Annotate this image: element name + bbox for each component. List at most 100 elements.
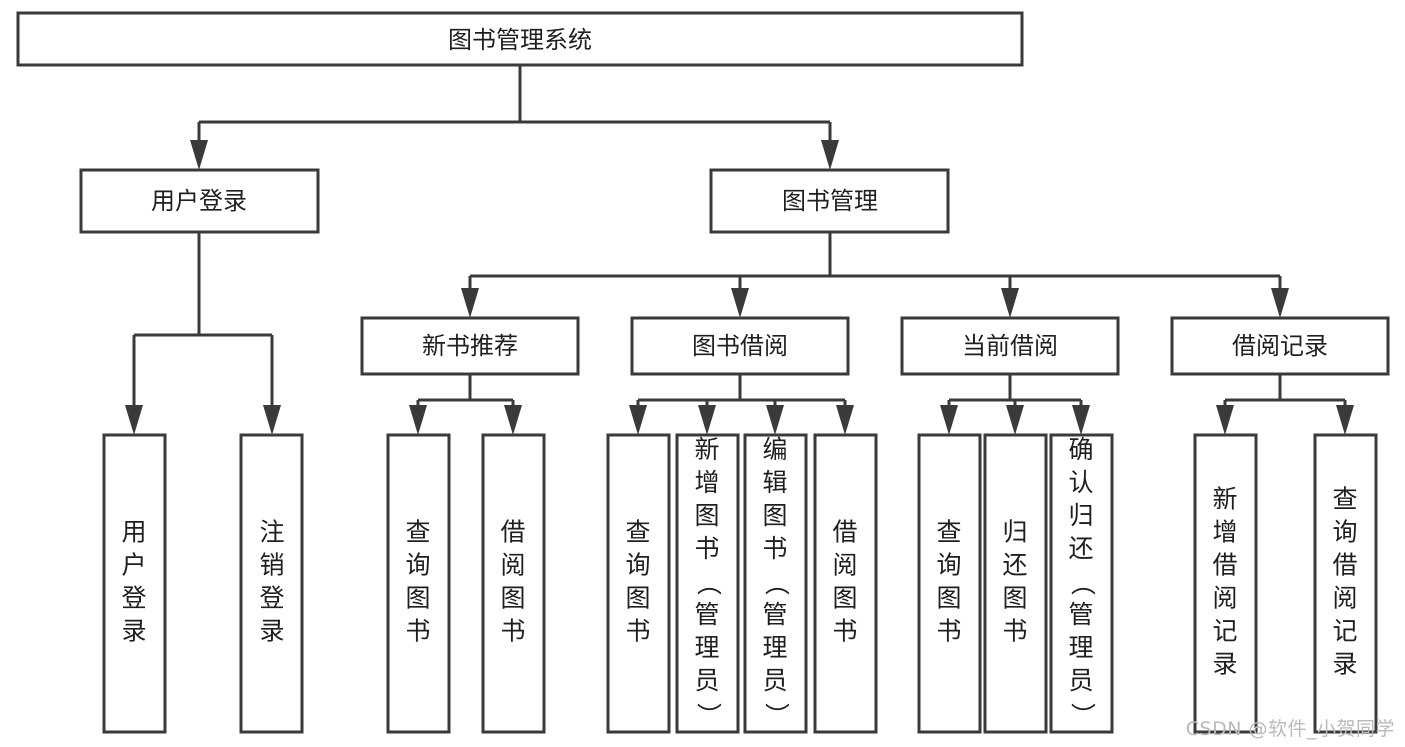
svg-text:阅: 阅	[1332, 584, 1357, 613]
svg-text:图: 图	[405, 584, 430, 613]
node-root[interactable]: 图书管理系统	[16, 11, 1024, 67]
node-current[interactable]: 当前借阅	[900, 316, 1120, 376]
arrow-head-leaf11	[1072, 405, 1090, 435]
node-leaf6-box[interactable]	[675, 433, 740, 734]
svg-text:图: 图	[936, 584, 961, 613]
svg-text:书: 书	[500, 617, 525, 646]
node-login[interactable]: 用户登录	[79, 168, 320, 234]
node-leaf1-box[interactable]	[102, 433, 167, 734]
svg-text:还: 还	[1068, 534, 1093, 563]
svg-text:记: 记	[1332, 617, 1357, 646]
arrow-head-leaf3	[409, 405, 427, 435]
node-login-box[interactable]	[79, 168, 320, 234]
node-leaf3-box[interactable]	[386, 433, 451, 734]
node-leaf8-box[interactable]	[813, 433, 878, 734]
svg-text:询: 询	[625, 551, 650, 580]
node-borrow[interactable]: 图书借阅	[630, 316, 850, 376]
arrow-head-record	[1271, 288, 1289, 318]
node-bookmgmt-box[interactable]	[709, 168, 950, 234]
node-current-label: 当前借阅	[962, 332, 1058, 360]
node-record-label: 借阅记录	[1232, 332, 1328, 360]
svg-text:新: 新	[694, 435, 719, 464]
connector-group-record	[1216, 374, 1354, 435]
svg-text:录: 录	[259, 617, 284, 646]
svg-text:录: 录	[1332, 650, 1357, 679]
svg-text:书: 书	[936, 617, 961, 646]
node-root-box[interactable]	[16, 11, 1024, 67]
svg-text:询: 询	[1332, 518, 1357, 547]
svg-text:图: 图	[832, 584, 857, 613]
arrow-head-current	[1001, 288, 1019, 318]
svg-text:归: 归	[1068, 501, 1093, 530]
svg-text:借: 借	[1212, 551, 1237, 580]
svg-text:增: 增	[1212, 518, 1237, 547]
svg-text:书: 书	[832, 617, 857, 646]
svg-text:（: （	[1068, 570, 1097, 595]
svg-text:注: 注	[259, 518, 284, 547]
svg-text:（: （	[694, 570, 723, 595]
connector-group-newbook	[409, 374, 522, 435]
svg-text:录: 录	[121, 617, 146, 646]
node-leaf12-box[interactable]	[1193, 433, 1258, 734]
node-record[interactable]: 借阅记录	[1170, 316, 1390, 376]
svg-text:图: 图	[762, 501, 787, 530]
svg-text:书: 书	[762, 534, 787, 563]
svg-text:理: 理	[762, 633, 787, 662]
node-bookmgmt[interactable]: 图书管理	[709, 168, 950, 234]
node-leaf4-box[interactable]	[481, 433, 546, 734]
svg-text:管: 管	[1068, 600, 1093, 629]
node-leaf13-box[interactable]	[1313, 433, 1378, 734]
arrow-head-leaf10	[1006, 405, 1024, 435]
node-leaf5-box[interactable]	[606, 433, 671, 734]
csdn-watermark: CSDN @软件_小贺同学	[1185, 718, 1395, 740]
svg-text:图: 图	[694, 501, 719, 530]
svg-text:用: 用	[121, 518, 146, 547]
node-bookmgmt-label: 图书管理	[782, 187, 878, 215]
connector-group-borrow	[629, 374, 854, 435]
svg-text:借: 借	[832, 518, 857, 547]
svg-text:认: 认	[1068, 468, 1093, 497]
svg-text:书: 书	[405, 617, 430, 646]
arrow-head-login	[190, 140, 208, 170]
node-leaf1[interactable]: 用户登录	[102, 433, 167, 734]
node-leaf2-box[interactable]	[239, 433, 304, 734]
svg-text:员: 员	[1068, 666, 1093, 695]
node-leaf7-box[interactable]	[743, 433, 808, 734]
svg-text:书: 书	[625, 617, 650, 646]
node-root-label: 图书管理系统	[448, 26, 592, 54]
node-current-box[interactable]	[900, 316, 1120, 376]
node-leaf10-box[interactable]	[983, 433, 1048, 734]
svg-text:查: 查	[405, 518, 430, 547]
connector-group-root	[190, 65, 839, 170]
node-borrow-box[interactable]	[630, 316, 850, 376]
node-newbook[interactable]: 新书推荐	[360, 316, 580, 376]
svg-text:阅: 阅	[500, 551, 525, 580]
node-login-label: 用户登录	[151, 187, 247, 215]
svg-text:阅: 阅	[832, 551, 857, 580]
node-leaf11-box[interactable]	[1049, 433, 1114, 734]
svg-text:员: 员	[762, 666, 787, 695]
svg-text:询: 询	[405, 551, 430, 580]
arrow-head-leaf9	[940, 405, 958, 435]
node-record-box[interactable]	[1170, 316, 1390, 376]
node-leaf9-box[interactable]	[917, 433, 982, 734]
svg-text:询: 询	[936, 551, 961, 580]
node-newbook-box[interactable]	[360, 316, 580, 376]
svg-text:）: ）	[694, 702, 723, 727]
svg-text:（: （	[762, 570, 791, 595]
svg-text:查: 查	[936, 518, 961, 547]
arrow-head-bookmgmt	[821, 140, 839, 170]
